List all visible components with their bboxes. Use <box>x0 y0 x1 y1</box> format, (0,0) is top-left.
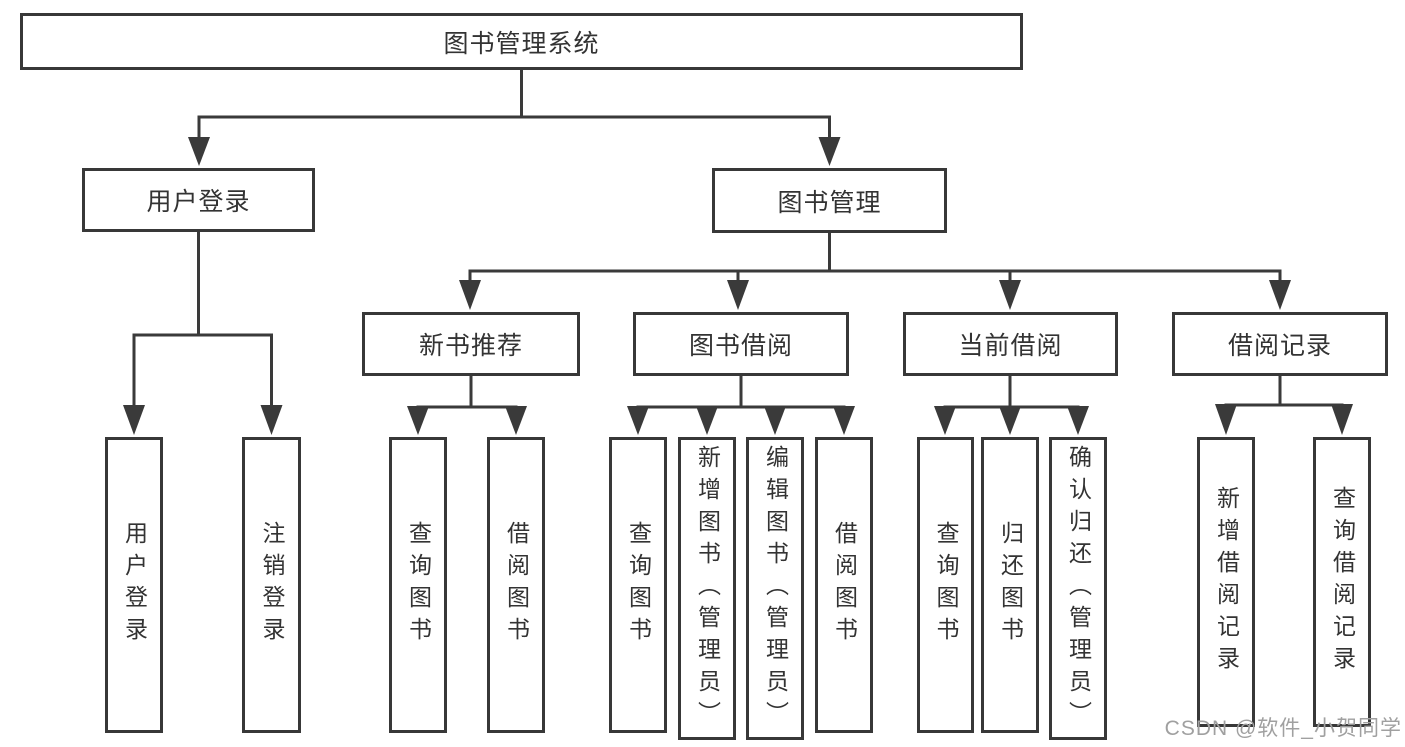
node-library-system: 图书管理系统 <box>20 13 1023 70</box>
node-library-system-label: 图书管理系统 <box>443 29 600 58</box>
leaf-logout: 注销登录 <box>242 437 301 733</box>
node-new-book-recommend-label: 新书推荐 <box>418 332 523 360</box>
connector-borrow-record-children <box>1224 374 1344 412</box>
node-borrow-records: 借阅记录 <box>1172 312 1388 376</box>
connector-current-borrow-children <box>943 374 1080 412</box>
leaf-return-books: 归还图书 <box>981 437 1039 733</box>
node-book-borrow-label: 图书借阅 <box>688 332 793 360</box>
leaf-current-query-books: 查询图书 <box>917 437 974 733</box>
connector-book-management-children <box>468 231 1282 285</box>
node-book-borrow: 图书借阅 <box>633 312 849 376</box>
node-user-login: 用户登录 <box>82 168 315 232</box>
connector-user-login-children <box>132 230 273 410</box>
node-current-borrow-label: 当前借阅 <box>958 332 1063 360</box>
node-user-login-label: 用户登录 <box>146 188 251 216</box>
leaf-user-login: 用户登录 <box>105 437 163 733</box>
connector-root-to-level2 <box>197 68 831 142</box>
connector-book-borrow-children <box>636 374 846 412</box>
leaf-recommend-borrow-books: 借阅图书 <box>487 437 545 733</box>
leaf-borrow-books: 借阅图书 <box>815 437 873 733</box>
csdn-watermark: CSDN @软件_小贺同学 <box>1164 717 1402 740</box>
leaf-query-borrow-record: 查询借阅记录 <box>1313 437 1371 727</box>
connector-new-book-children <box>416 374 518 412</box>
leaf-add-borrow-record: 新增借阅记录 <box>1197 437 1255 727</box>
leaf-recommend-query-books: 查询图书 <box>389 437 447 733</box>
node-current-borrow: 当前借阅 <box>903 312 1118 376</box>
leaf-edit-books-admin: 编辑图书（管理员） <box>746 437 804 740</box>
node-borrow-records-label: 借阅记录 <box>1227 332 1332 360</box>
leaf-confirm-return-admin: 确认归还（管理员） <box>1049 437 1107 740</box>
leaf-add-books-admin: 新增图书（管理员） <box>678 437 736 740</box>
node-new-book-recommend: 新书推荐 <box>362 312 580 376</box>
node-book-management: 图书管理 <box>712 168 947 233</box>
leaf-borrow-query-books: 查询图书 <box>609 437 667 733</box>
node-book-management-label: 图书管理 <box>777 188 882 217</box>
